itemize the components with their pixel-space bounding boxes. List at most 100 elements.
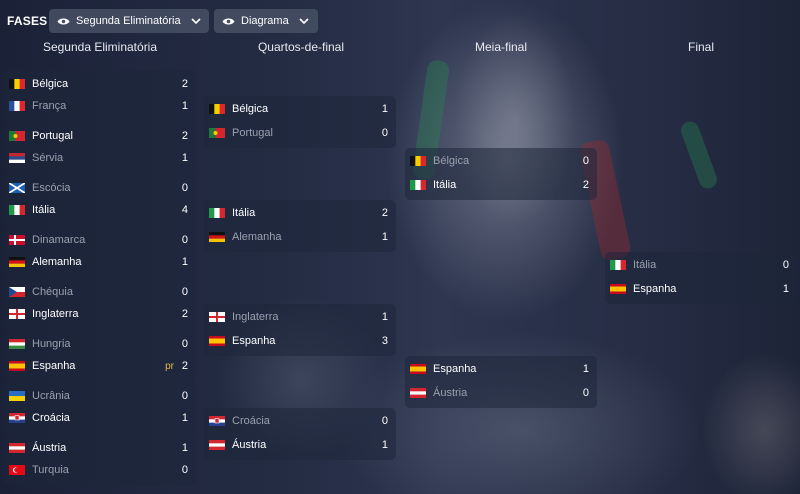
view-dropdown[interactable]: Diagrama: [214, 9, 318, 33]
team-name: Espanha: [433, 363, 477, 375]
team-score: 2: [181, 78, 188, 90]
flag-cro-icon: [209, 416, 225, 426]
team-row[interactable]: Alemanha 1: [204, 227, 396, 247]
team-name: Itália: [32, 204, 56, 216]
flag-ita-icon: [209, 208, 225, 218]
flag-bel-icon: [209, 104, 225, 114]
flag-tur-icon: [9, 465, 25, 475]
team-score: 0: [181, 234, 188, 246]
team-name: França: [32, 100, 67, 112]
team-row[interactable]: Hungria 0: [4, 334, 196, 354]
flag-den-icon: [9, 235, 25, 245]
team-score: 1: [582, 363, 589, 375]
flag-ukr-icon: [9, 391, 25, 401]
team-name: Hungria: [32, 338, 71, 350]
team-score: 1: [381, 231, 388, 243]
team-row[interactable]: Dinamarca 0: [4, 230, 196, 250]
team-name: Itália: [433, 179, 457, 191]
team-row[interactable]: Sérvia 1: [4, 148, 196, 168]
team-name: Bélgica: [232, 103, 269, 115]
team-score: 1: [181, 152, 188, 164]
stage-dropdown-label: Segunda Eliminatória: [76, 15, 181, 27]
team-score: 2: [181, 130, 188, 142]
team-score: 3: [381, 335, 388, 347]
team-score: 1: [381, 103, 388, 115]
team-name: Portugal: [232, 127, 273, 139]
flag-srb-icon: [9, 153, 25, 163]
team-row[interactable]: Espanha pr 2: [4, 356, 196, 376]
team-row[interactable]: Escócia 0: [4, 178, 196, 198]
flag-ita-icon: [610, 260, 626, 270]
team-name: Escócia: [32, 182, 71, 194]
penalties-note: pr: [165, 360, 174, 372]
team-score: 2: [181, 360, 188, 372]
flag-aut-icon: [9, 443, 25, 453]
round-header-sf: Meia-final: [474, 40, 528, 54]
flag-cze-icon: [9, 287, 25, 297]
team-score: 0: [181, 182, 188, 194]
team-name: Sérvia: [32, 152, 64, 164]
team-name: Alemanha: [232, 231, 282, 243]
team-row[interactable]: Espanha 1: [405, 359, 597, 379]
team-name: Espanha: [32, 360, 76, 372]
flag-bel-icon: [9, 79, 25, 89]
eye-icon: [222, 18, 235, 24]
page-title: FASES: [7, 14, 48, 28]
round-header-qf: Quartos-de-final: [257, 40, 345, 54]
team-name: Portugal: [32, 130, 73, 142]
team-score: 0: [181, 464, 188, 476]
flag-cro-icon: [9, 413, 25, 423]
top-bar: FASES Segunda Eliminatória Diagrama: [0, 0, 800, 36]
flag-ita-icon: [410, 180, 426, 190]
team-score: 0: [181, 338, 188, 350]
chevron-down-icon: [299, 18, 309, 24]
team-score: 0: [582, 387, 589, 399]
team-name: Inglaterra: [32, 308, 79, 320]
team-score: 1: [381, 439, 388, 451]
team-row[interactable]: Portugal 2: [4, 126, 196, 146]
team-row[interactable]: Bélgica 1: [204, 99, 396, 119]
team-name: Bélgica: [433, 155, 470, 167]
stage-dropdown[interactable]: Segunda Eliminatória: [49, 9, 209, 33]
team-score: 1: [782, 283, 789, 295]
view-dropdown-label: Diagrama: [241, 15, 289, 27]
team-name: Dinamarca: [32, 234, 86, 246]
flag-esp-icon: [610, 284, 626, 294]
